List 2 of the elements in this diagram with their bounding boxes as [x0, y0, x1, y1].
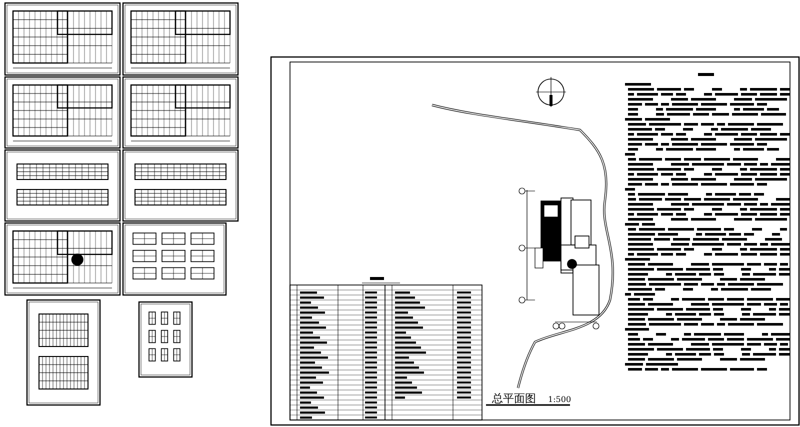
- drawing-title: 总平面图: [492, 393, 536, 404]
- scale-label: 1:500: [548, 396, 572, 404]
